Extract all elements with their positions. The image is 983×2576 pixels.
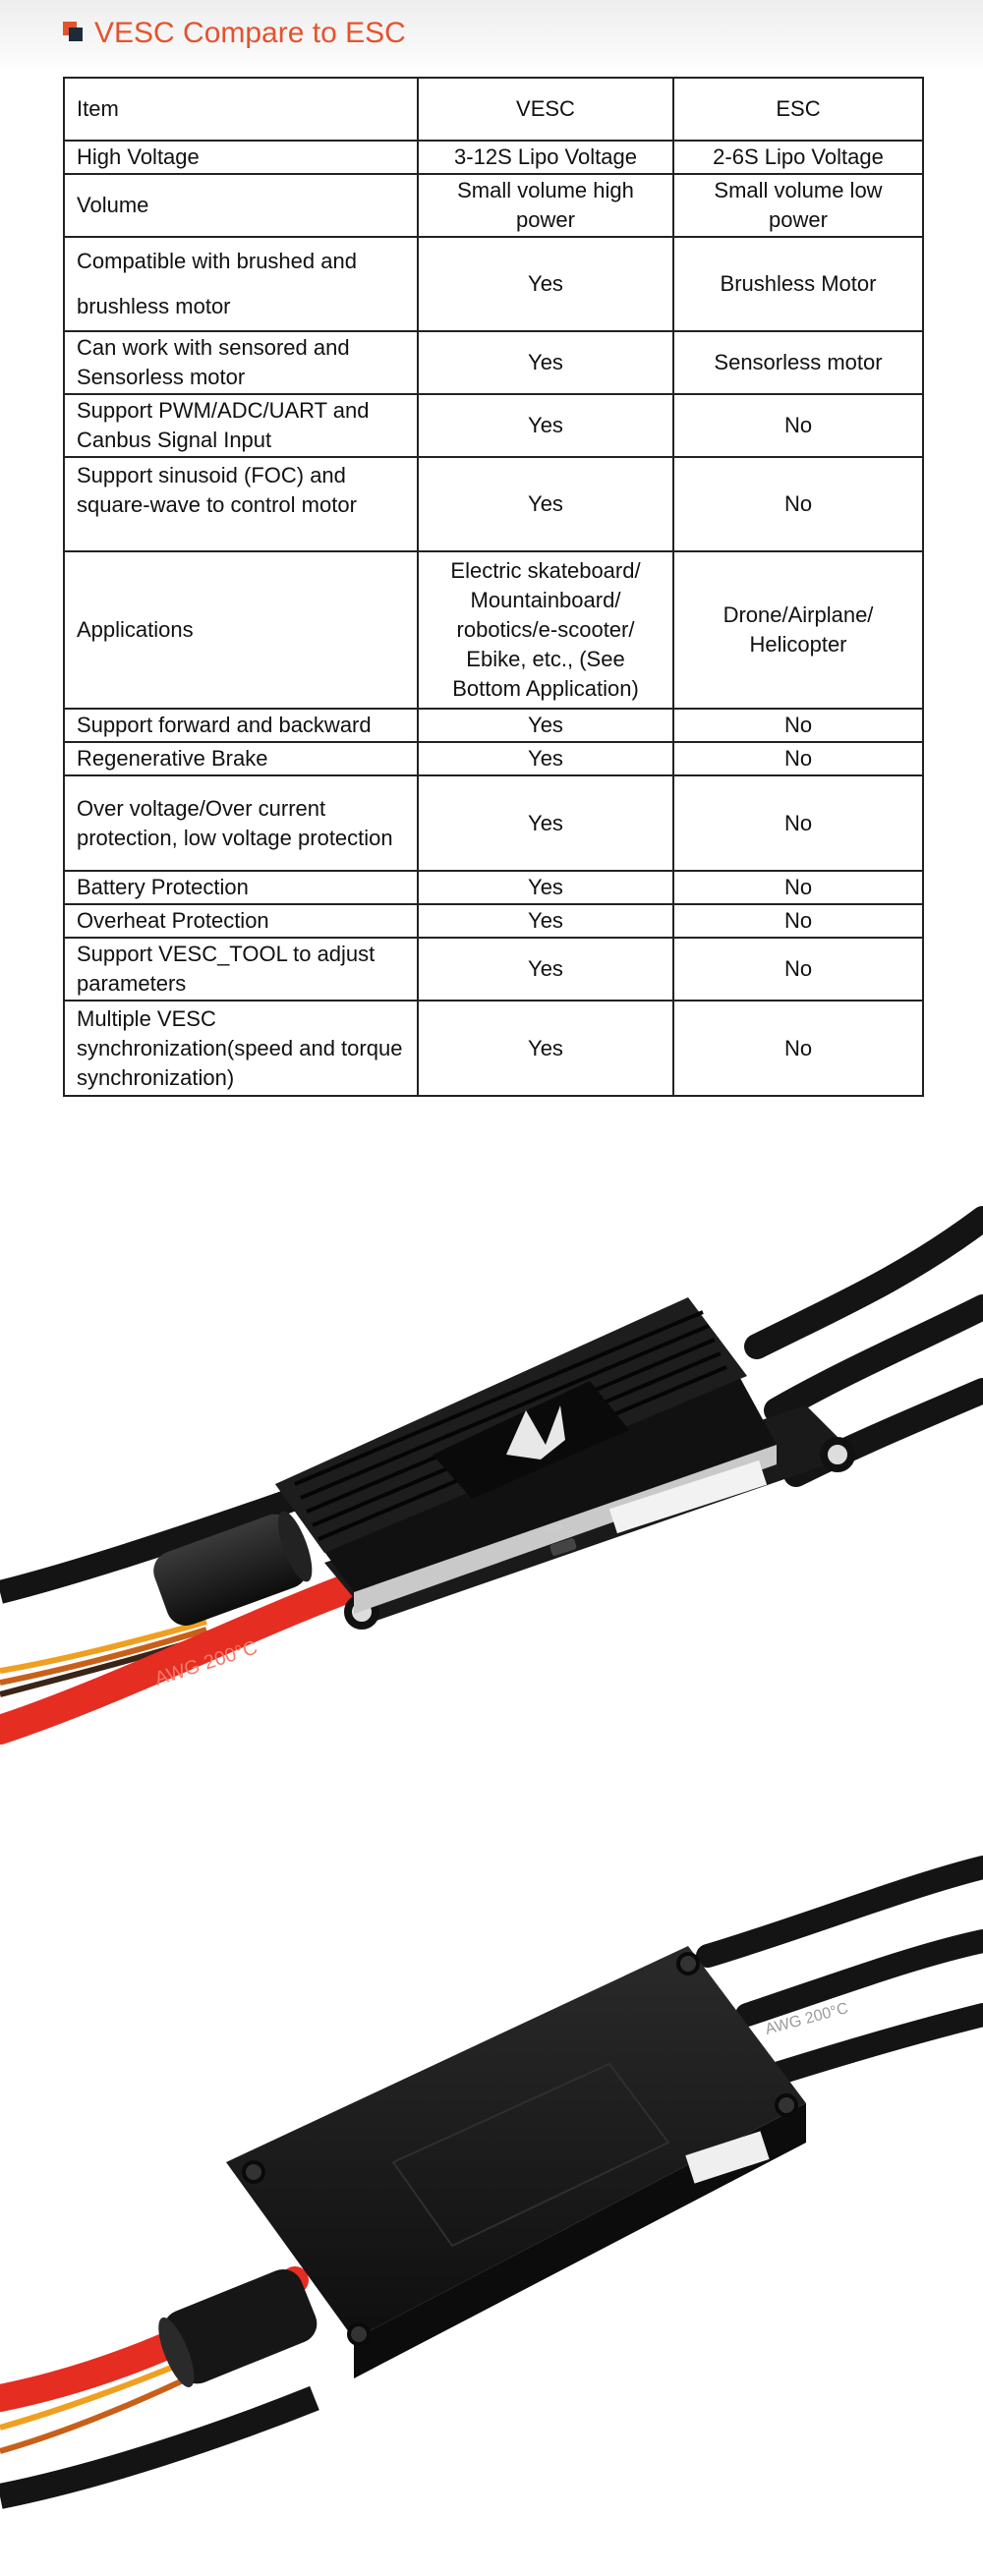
table-cell-vesc: Yes — [417, 236, 674, 332]
table-cell-vesc: Small volume high power — [417, 173, 674, 238]
table-cell-item: Can work with sensored and Sensorless mo… — [63, 330, 419, 395]
table-row: Over voltage/Over current protection, lo… — [63, 774, 924, 872]
table-row: Volume Small volume high power Small vol… — [63, 173, 924, 238]
table-cell-item: Over voltage/Over current protection, lo… — [63, 774, 419, 872]
column-header-esc: ESC — [672, 77, 924, 142]
table-cell-item: Volume — [63, 173, 419, 238]
table-cell-item: Battery Protection — [63, 870, 419, 905]
table-cell-vesc: Yes — [417, 903, 674, 939]
comparison-table: Item VESC ESC High Voltage 3-12S Lipo Vo… — [63, 77, 924, 1097]
table-cell-vesc: Electric skateboard/ Mountainboard/ robo… — [417, 550, 674, 710]
table-row: Support PWM/ADC/UART and Canbus Signal I… — [63, 393, 924, 458]
table-cell-esc: No — [672, 903, 924, 939]
table-cell-esc: No — [672, 708, 924, 743]
column-header-item: Item — [63, 77, 419, 142]
table-cell-esc: Sensorless motor — [672, 330, 924, 395]
table-cell-esc: Small volume low power — [672, 173, 924, 238]
table-cell-esc: No — [672, 741, 924, 776]
column-header-vesc: VESC — [417, 77, 674, 142]
table-row: Support VESC_TOOL to adjust parameters Y… — [63, 937, 924, 1002]
table-cell-esc: No — [672, 1000, 924, 1097]
table-cell-vesc: Yes — [417, 870, 674, 905]
table-row: Regenerative Brake Yes No — [63, 741, 924, 776]
table-cell-vesc: Yes — [417, 741, 674, 776]
table-cell-esc: Brushless Motor — [672, 236, 924, 332]
table-cell-esc: 2-6S Lipo Voltage — [672, 140, 924, 175]
table-cell-vesc: 3-12S Lipo Voltage — [417, 140, 674, 175]
table-cell-item: Regenerative Brake — [63, 741, 419, 776]
table-cell-vesc: Yes — [417, 1000, 674, 1097]
table-cell-vesc: Yes — [417, 774, 674, 872]
title-squares-icon — [63, 22, 85, 43]
table-row: Applications Electric skateboard/ Mounta… — [63, 550, 924, 710]
table-header-row: Item VESC ESC — [63, 77, 924, 142]
table-cell-item: Support VESC_TOOL to adjust parameters — [63, 937, 419, 1002]
controller-top-illustration: AWG 200°C USB — [0, 1206, 983, 1745]
table-row: Overheat Protection Yes No — [63, 903, 924, 939]
table-cell-esc: No — [672, 774, 924, 872]
table-cell-item: Overheat Protection — [63, 903, 419, 939]
table-row: Support sinusoid (FOC) and square-wave t… — [63, 456, 924, 552]
page-title: VESC Compare to ESC — [94, 17, 406, 49]
vesc-controller-top-photo: AWG 200°C USB — [0, 1160, 983, 1828]
table-cell-esc: Drone/Airplane/ Helicopter — [672, 550, 924, 710]
table-cell-vesc: Yes — [417, 708, 674, 743]
vesc-controller-bottom-photo: AWG 200°C — [0, 1848, 983, 2516]
table-cell-item: Support forward and backward — [63, 708, 419, 743]
table-row: Multiple VESC synchronization(speed and … — [63, 1000, 924, 1097]
table-cell-vesc: Yes — [417, 330, 674, 395]
table-cell-esc: No — [672, 870, 924, 905]
table-cell-vesc: Yes — [417, 937, 674, 1002]
table-cell-item: Applications — [63, 550, 419, 710]
table-row: High Voltage 3-12S Lipo Voltage 2-6S Lip… — [63, 140, 924, 175]
table-row: Battery Protection Yes No — [63, 870, 924, 905]
table-cell-vesc: Yes — [417, 393, 674, 458]
table-cell-item: Compatible with brushed and brushless mo… — [63, 236, 419, 332]
table-row: Support forward and backward Yes No — [63, 708, 924, 743]
table-cell-item: High Voltage — [63, 140, 419, 175]
table-cell-esc: No — [672, 937, 924, 1002]
table-cell-item: Support PWM/ADC/UART and Canbus Signal I… — [63, 393, 419, 458]
table-row: Compatible with brushed and brushless mo… — [63, 236, 924, 332]
table-cell-esc: No — [672, 456, 924, 552]
table-cell-vesc: Yes — [417, 456, 674, 552]
controller-bottom-illustration: AWG 200°C — [0, 1856, 983, 2509]
page-header: VESC Compare to ESC — [0, 0, 983, 71]
table-cell-esc: No — [672, 393, 924, 458]
table-row: Can work with sensored and Sensorless mo… — [63, 330, 924, 395]
table-cell-item: Support sinusoid (FOC) and square-wave t… — [63, 456, 419, 552]
title-square-dark — [69, 28, 83, 41]
table-cell-item: Multiple VESC synchronization(speed and … — [63, 1000, 419, 1097]
brand-logo-icon — [506, 1405, 565, 1460]
